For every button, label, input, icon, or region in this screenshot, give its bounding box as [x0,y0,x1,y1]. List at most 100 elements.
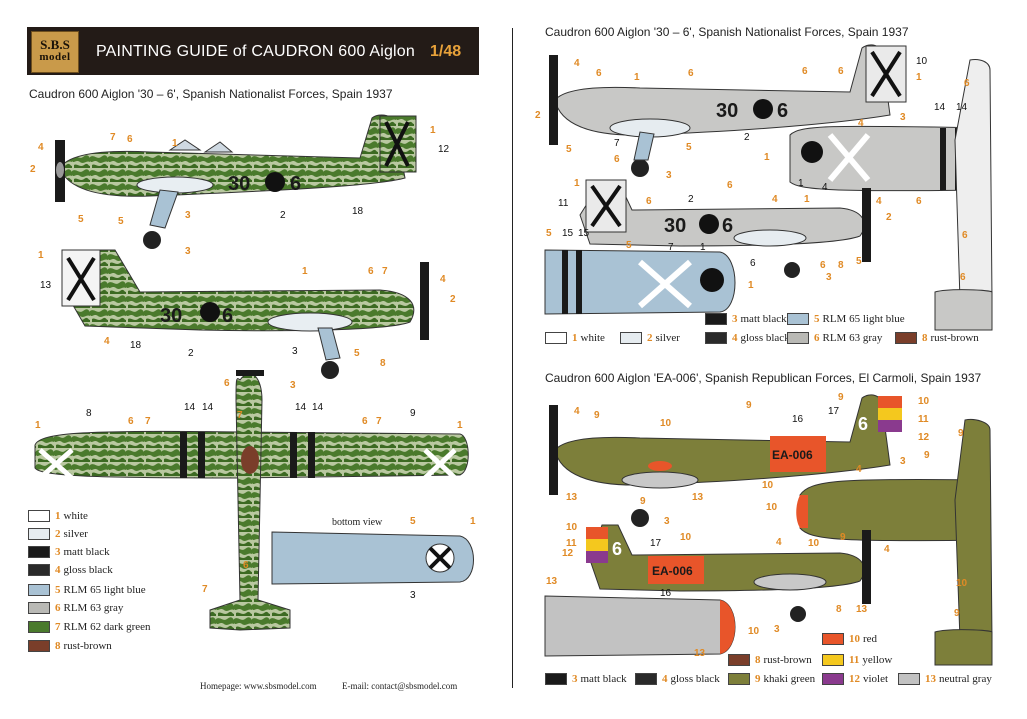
svg-text:2: 2 [744,132,750,143]
code-6-c: 6 [777,100,788,122]
svg-text:13: 13 [40,280,52,291]
svg-text:3: 3 [826,272,832,283]
rep-code-a: EA-006 [772,448,813,462]
svg-text:7: 7 [237,410,243,421]
svg-text:6: 6 [362,416,368,427]
svg-text:5: 5 [118,216,124,227]
svg-text:4: 4 [822,182,828,193]
svg-text:14: 14 [184,402,196,413]
svg-text:1: 1 [804,194,810,205]
svg-text:9: 9 [594,410,600,421]
svg-text:6: 6 [820,260,826,271]
svg-text:10: 10 [748,626,760,637]
svg-text:11: 11 [558,198,569,209]
logo-line1: S.B.S [40,37,70,52]
svg-text:1: 1 [302,266,308,277]
svg-text:16: 16 [660,588,672,599]
svg-text:5: 5 [686,142,692,153]
svg-text:1: 1 [916,72,922,83]
svg-text:2: 2 [688,194,694,205]
svg-text:14: 14 [934,102,946,113]
color-swatch [28,584,50,596]
svg-text:6: 6 [964,78,970,89]
left-side-view-1: 30 6 [55,114,417,249]
svg-text:18: 18 [352,206,364,217]
svg-text:2: 2 [188,348,194,359]
color-swatch [545,673,567,685]
svg-text:1: 1 [172,138,178,149]
svg-text:1: 1 [470,516,476,527]
color-swatch [705,332,727,344]
svg-text:5: 5 [856,256,862,267]
svg-text:5: 5 [410,516,416,527]
svg-text:3: 3 [900,112,906,123]
svg-text:6: 6 [727,180,733,191]
svg-text:2: 2 [535,110,541,121]
caption-right-top: Caudron 600 Aiglon '30 – 6', Spanish Nat… [545,25,909,39]
svg-text:3: 3 [664,516,670,527]
svg-text:6: 6 [128,416,134,427]
svg-text:4: 4 [440,274,446,285]
code-6-d: 6 [722,215,733,237]
svg-text:3: 3 [900,456,906,467]
header-bar [27,27,479,75]
svg-text:6: 6 [802,66,808,77]
svg-text:4: 4 [772,194,778,205]
svg-text:1: 1 [634,72,640,83]
right-nat-side-view-2: 30 6 [579,179,871,278]
color-swatch [620,332,642,344]
svg-text:3: 3 [290,380,296,391]
svg-text:13: 13 [856,604,868,615]
svg-text:10: 10 [680,532,692,543]
svg-text:7: 7 [376,416,382,427]
color-swatch [28,640,50,652]
svg-text:10: 10 [808,538,820,549]
svg-text:3: 3 [666,170,672,181]
logo-line2: model [39,51,71,63]
color-swatch [898,673,920,685]
svg-text:2: 2 [30,164,36,175]
svg-text:6: 6 [838,66,844,77]
left-bottom-view [271,531,474,585]
footer-homepage: Homepage: www.sbsmodel.com [200,681,317,691]
svg-text:1: 1 [748,280,754,291]
svg-text:7: 7 [145,416,151,427]
svg-text:6: 6 [127,134,133,145]
bottom-view-label: bottom view [332,517,383,528]
svg-text:6: 6 [962,230,968,241]
svg-text:8: 8 [836,604,842,615]
svg-text:1: 1 [574,178,580,189]
svg-text:6: 6 [688,68,694,79]
svg-text:9: 9 [838,392,844,403]
left-top-view [34,370,469,631]
svg-text:2: 2 [886,212,892,223]
color-swatch [635,673,657,685]
svg-text:11: 11 [918,414,929,425]
svg-text:12: 12 [438,144,450,155]
svg-text:5: 5 [354,348,360,359]
svg-text:4: 4 [776,537,782,548]
svg-text:15: 15 [562,228,574,239]
svg-text:7: 7 [382,266,388,277]
svg-text:1: 1 [38,250,44,261]
svg-text:1: 1 [798,178,804,189]
svg-text:6: 6 [614,154,620,165]
color-swatch [28,621,50,633]
svg-text:4: 4 [876,196,882,207]
svg-text:10: 10 [766,502,778,513]
svg-text:3: 3 [774,624,780,635]
svg-text:5: 5 [546,228,552,239]
